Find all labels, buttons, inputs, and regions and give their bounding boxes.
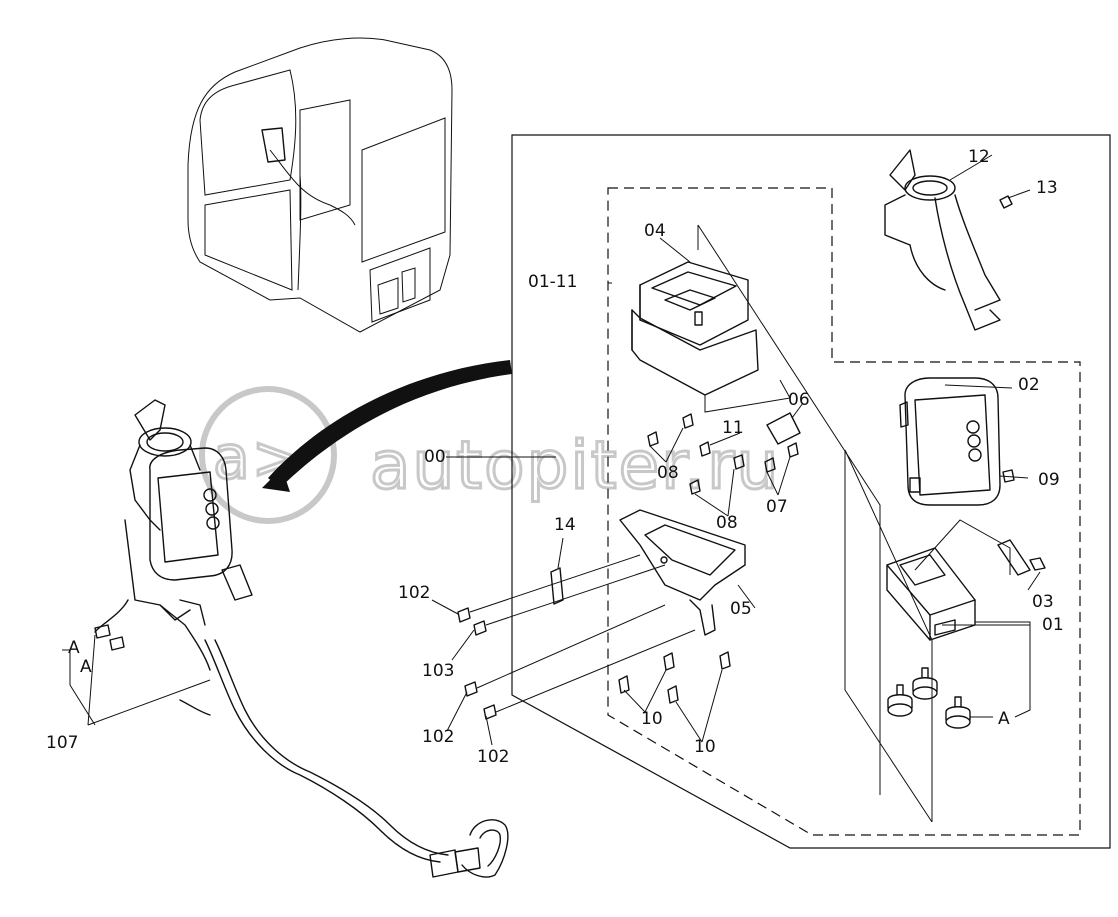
rubber-mounts	[887, 667, 971, 729]
part-09-screw	[1002, 469, 1015, 483]
callout-14: 14	[554, 515, 576, 535]
callout-05: 05	[730, 599, 752, 619]
part-14-bracket	[550, 567, 564, 605]
part-05-plate	[619, 509, 746, 636]
part-04-housing	[631, 261, 791, 413]
small-fasteners	[457, 412, 801, 720]
part-12-bracket	[884, 149, 1001, 331]
callout-07: 07	[766, 497, 788, 517]
callout-09: 09	[1038, 470, 1060, 490]
callout-01-11: 01-11	[528, 272, 577, 292]
subassembly-frame	[607, 187, 1081, 836]
callout-12: 12	[968, 147, 990, 167]
callout-103: 103	[422, 661, 454, 681]
callout-08-lower: 08	[716, 513, 738, 533]
callout-10-left: 10	[641, 709, 663, 729]
callout-01: 01	[1042, 615, 1064, 635]
callout-00: 00	[424, 447, 446, 467]
callout-labels: 01-11 04 12 13 02 09 03 01 A 06 11 00 08…	[46, 147, 1064, 767]
callout-11: 11	[722, 418, 744, 438]
callout-A-upper: A	[68, 638, 80, 658]
watermark: a> autopiter.ru	[199, 386, 780, 524]
part-03-clip	[997, 539, 1046, 576]
bolt-projection-lines	[469, 554, 696, 713]
callout-A-mount: A	[998, 709, 1010, 729]
callout-102-top: 102	[398, 583, 430, 603]
callout-08-upper: 08	[657, 463, 679, 483]
callout-107: 107	[46, 733, 78, 753]
leader-lines	[62, 154, 1041, 746]
detail-frame	[511, 134, 1111, 849]
cab-illustration	[187, 37, 453, 333]
pointer-arrow	[262, 360, 512, 492]
monitor-assembly-overview	[94, 399, 509, 878]
divider-lines	[697, 224, 1011, 823]
part-02-monitor	[899, 377, 1001, 506]
callout-102-bottom: 102	[477, 747, 509, 767]
watermark-text: autopiter.ru	[370, 427, 780, 504]
part-01-controller	[886, 547, 976, 641]
callout-03: 03	[1032, 592, 1054, 612]
callout-13: 13	[1036, 178, 1058, 198]
callout-10-right: 10	[694, 737, 716, 757]
callout-06: 06	[788, 390, 810, 410]
part-13-screw	[999, 189, 1031, 209]
callout-A-lower: A	[80, 657, 92, 677]
callout-02: 02	[1018, 375, 1040, 395]
callout-102-mid: 102	[422, 727, 454, 747]
callout-04: 04	[644, 221, 666, 241]
